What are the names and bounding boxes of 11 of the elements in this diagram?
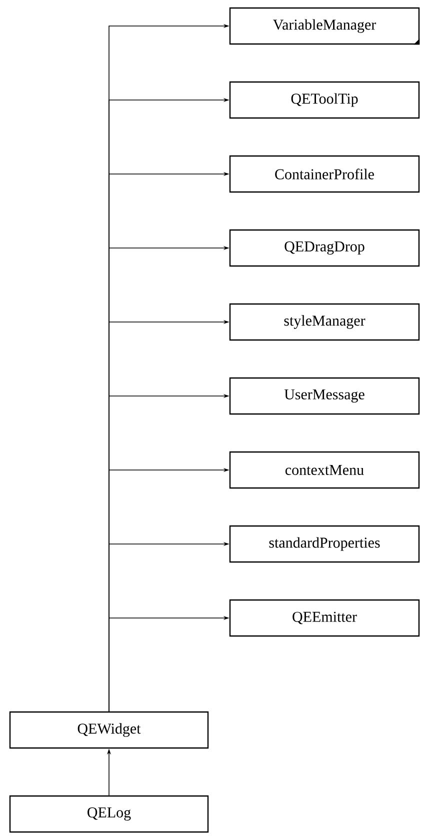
class-box: QEWidget — [9, 711, 209, 749]
class-box: contextMenu — [229, 451, 420, 489]
class-box: QEToolTip — [229, 81, 420, 119]
class-box: ContainerProfile — [229, 155, 420, 193]
class-box: QEDragDrop — [229, 229, 420, 267]
class-box: QELog — [9, 795, 209, 833]
class-box: UserMessage — [229, 377, 420, 415]
class-box: styleManager — [229, 303, 420, 341]
class-box: QEEmitter — [229, 599, 420, 637]
class-box: VariableManager — [229, 7, 420, 45]
class-box: standardProperties — [229, 525, 420, 563]
